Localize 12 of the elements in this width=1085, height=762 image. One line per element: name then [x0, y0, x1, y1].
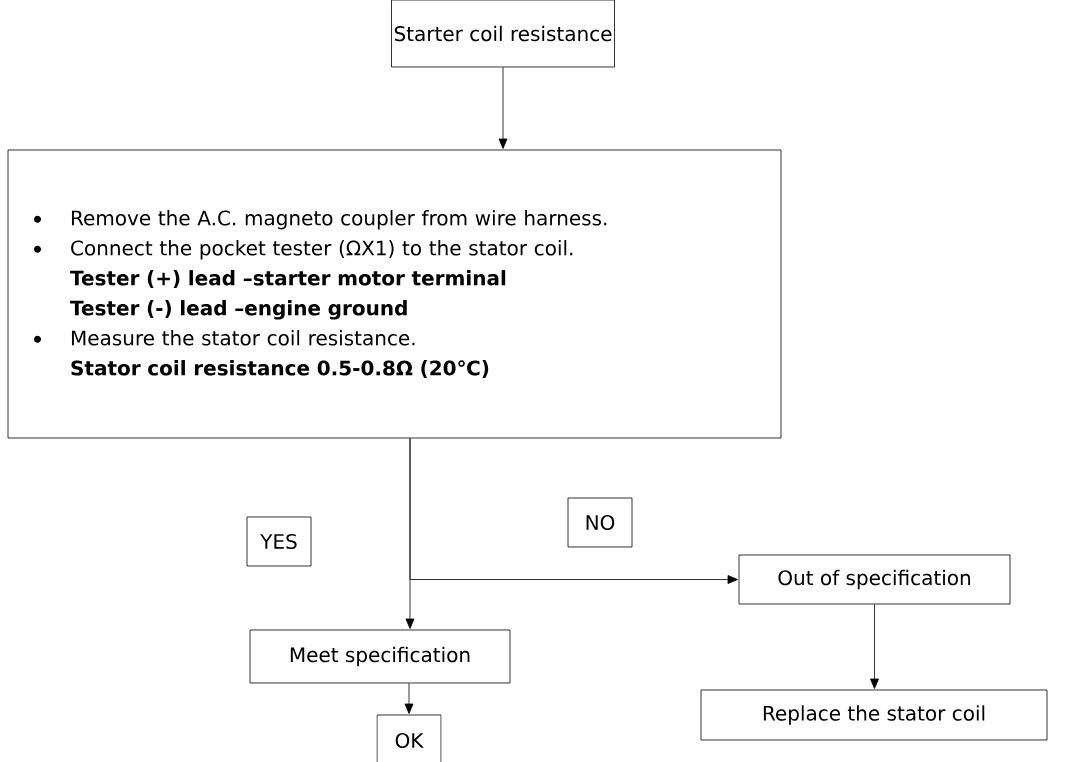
label-box: NO [567, 497, 633, 548]
arrow [404, 683, 414, 714]
arrow [409, 438, 738, 584]
arrow [498, 67, 508, 149]
process-box: OK [376, 714, 442, 762]
process-box: Meet specification [249, 629, 511, 684]
process-box: Starter coil resistance [391, 0, 615, 68]
process-box: Out of specification [738, 554, 1011, 605]
instruction-box: Remove the A.C. magneto coupler from wire harness. Connect the pocket tester (ΩX1) to the stator coil. Tester (+) lead –starter motor terminal Tester (-) lead –engine ground Measure the stator coil resistance. Stator coil resistance 0.5-0.8Ω (20℃) [7, 149, 782, 439]
process-box: Replace the stator coil [700, 689, 1048, 741]
arrow [870, 604, 879, 689]
label-box: YES [246, 516, 312, 567]
